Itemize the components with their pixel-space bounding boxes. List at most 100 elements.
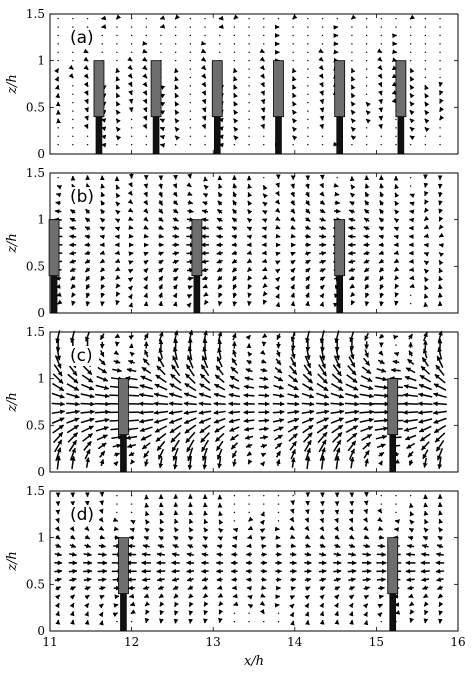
vector-arrow [360,375,373,383]
vector-arrow [319,330,325,344]
vector-arrow [394,183,399,190]
vector-arrow [423,252,430,257]
vector-dot [439,26,441,28]
vector-arrow [201,439,209,452]
vector-arrow [172,200,179,206]
vector-arrow [129,593,135,599]
vector-arrow [403,418,418,424]
vector-arrow [84,267,91,273]
vector-dot [72,101,74,104]
vector-arrow [173,510,179,516]
vector-arrow [232,275,238,282]
vector-arrow [393,234,399,240]
vector-arrow [275,293,280,299]
vector-arrow [115,109,121,116]
vector-arrow [289,603,295,609]
vector-dot [380,43,382,45]
vector-arrow [84,98,89,104]
vector-dot [395,17,397,20]
vector-arrow [52,424,65,434]
vector-arrow [85,331,90,342]
vector-dot [307,110,309,112]
vector-arrow [348,217,356,223]
vector-arrow [184,424,197,434]
vector-arrow [144,601,150,607]
vector-arrow [53,364,63,377]
vector-arrow [97,552,107,557]
vector-arrow [140,375,153,382]
panel-label: (d) [70,505,94,525]
vector-arrow [364,284,370,290]
vector-arrow [346,432,358,443]
vector-arrow [232,191,238,198]
vector-arrow [66,424,79,434]
vector-arrow [66,383,80,391]
vector-arrow [347,365,357,376]
vector-arrow [274,216,281,222]
vector-dot [130,143,133,146]
vector-arrow [143,593,150,599]
vector-dot [248,494,250,497]
vector-arrow [97,366,108,374]
vector-dot [233,620,236,623]
vector-dot [292,143,294,146]
vector-dot [409,34,412,37]
vector-arrow [173,535,179,541]
vector-arrow [115,126,121,133]
vector-arrow [51,409,66,415]
vector-arrow [168,410,183,415]
vector-arrow [274,442,283,450]
vector-dot [248,511,250,514]
vector-arrow [232,200,238,206]
vector-arrow [71,292,77,298]
vector-arrow [344,409,360,415]
vector-arrow [187,276,194,282]
vector-arrow [379,292,385,299]
vector-arrow [213,417,226,424]
plate [48,219,60,277]
vector-arrow [100,208,106,215]
vector-arrow [70,209,76,215]
vector-arrow [99,349,105,358]
vector-arrow [290,543,296,549]
vector-arrow [115,118,121,124]
vector-arrow [201,568,209,574]
vector-arrow [247,603,254,609]
vector-dot [439,51,441,53]
vector-arrow [232,292,238,299]
vector-arrow [318,568,327,574]
vector-arrow [172,355,180,369]
vector-arrow [128,225,134,230]
y-tick-label: 1.5 [26,484,45,498]
vector-arrow [82,365,93,376]
vector-arrow [260,81,265,88]
vector-dot [57,17,59,20]
vector-arrow [201,209,209,214]
vector-arrow [292,84,297,90]
vector-dot [365,26,368,28]
vector-arrow [115,184,121,190]
vector-arrow [275,260,281,265]
vector-dot [130,43,133,45]
vector-arrow [435,568,445,574]
vector-arrow [260,593,266,598]
vector-arrow [172,447,179,461]
vector-arrow [142,358,150,366]
vector-arrow [260,452,267,458]
vector-arrow [262,282,268,289]
vector-arrow [275,251,281,257]
vector-arrow [54,439,63,453]
vector-arrow [215,440,224,452]
vector-arrow [246,226,253,232]
vector-arrow [347,234,356,239]
vector-arrow [290,251,296,257]
plate-stem [389,593,397,632]
vector-arrow [379,333,385,339]
vector-arrow [174,518,179,524]
vector-arrow [409,118,415,124]
vector-arrow [66,401,81,407]
vector-arrow [199,383,211,392]
vector-arrow [201,275,208,281]
vector-arrow [51,392,65,399]
vector-arrow [363,508,369,515]
